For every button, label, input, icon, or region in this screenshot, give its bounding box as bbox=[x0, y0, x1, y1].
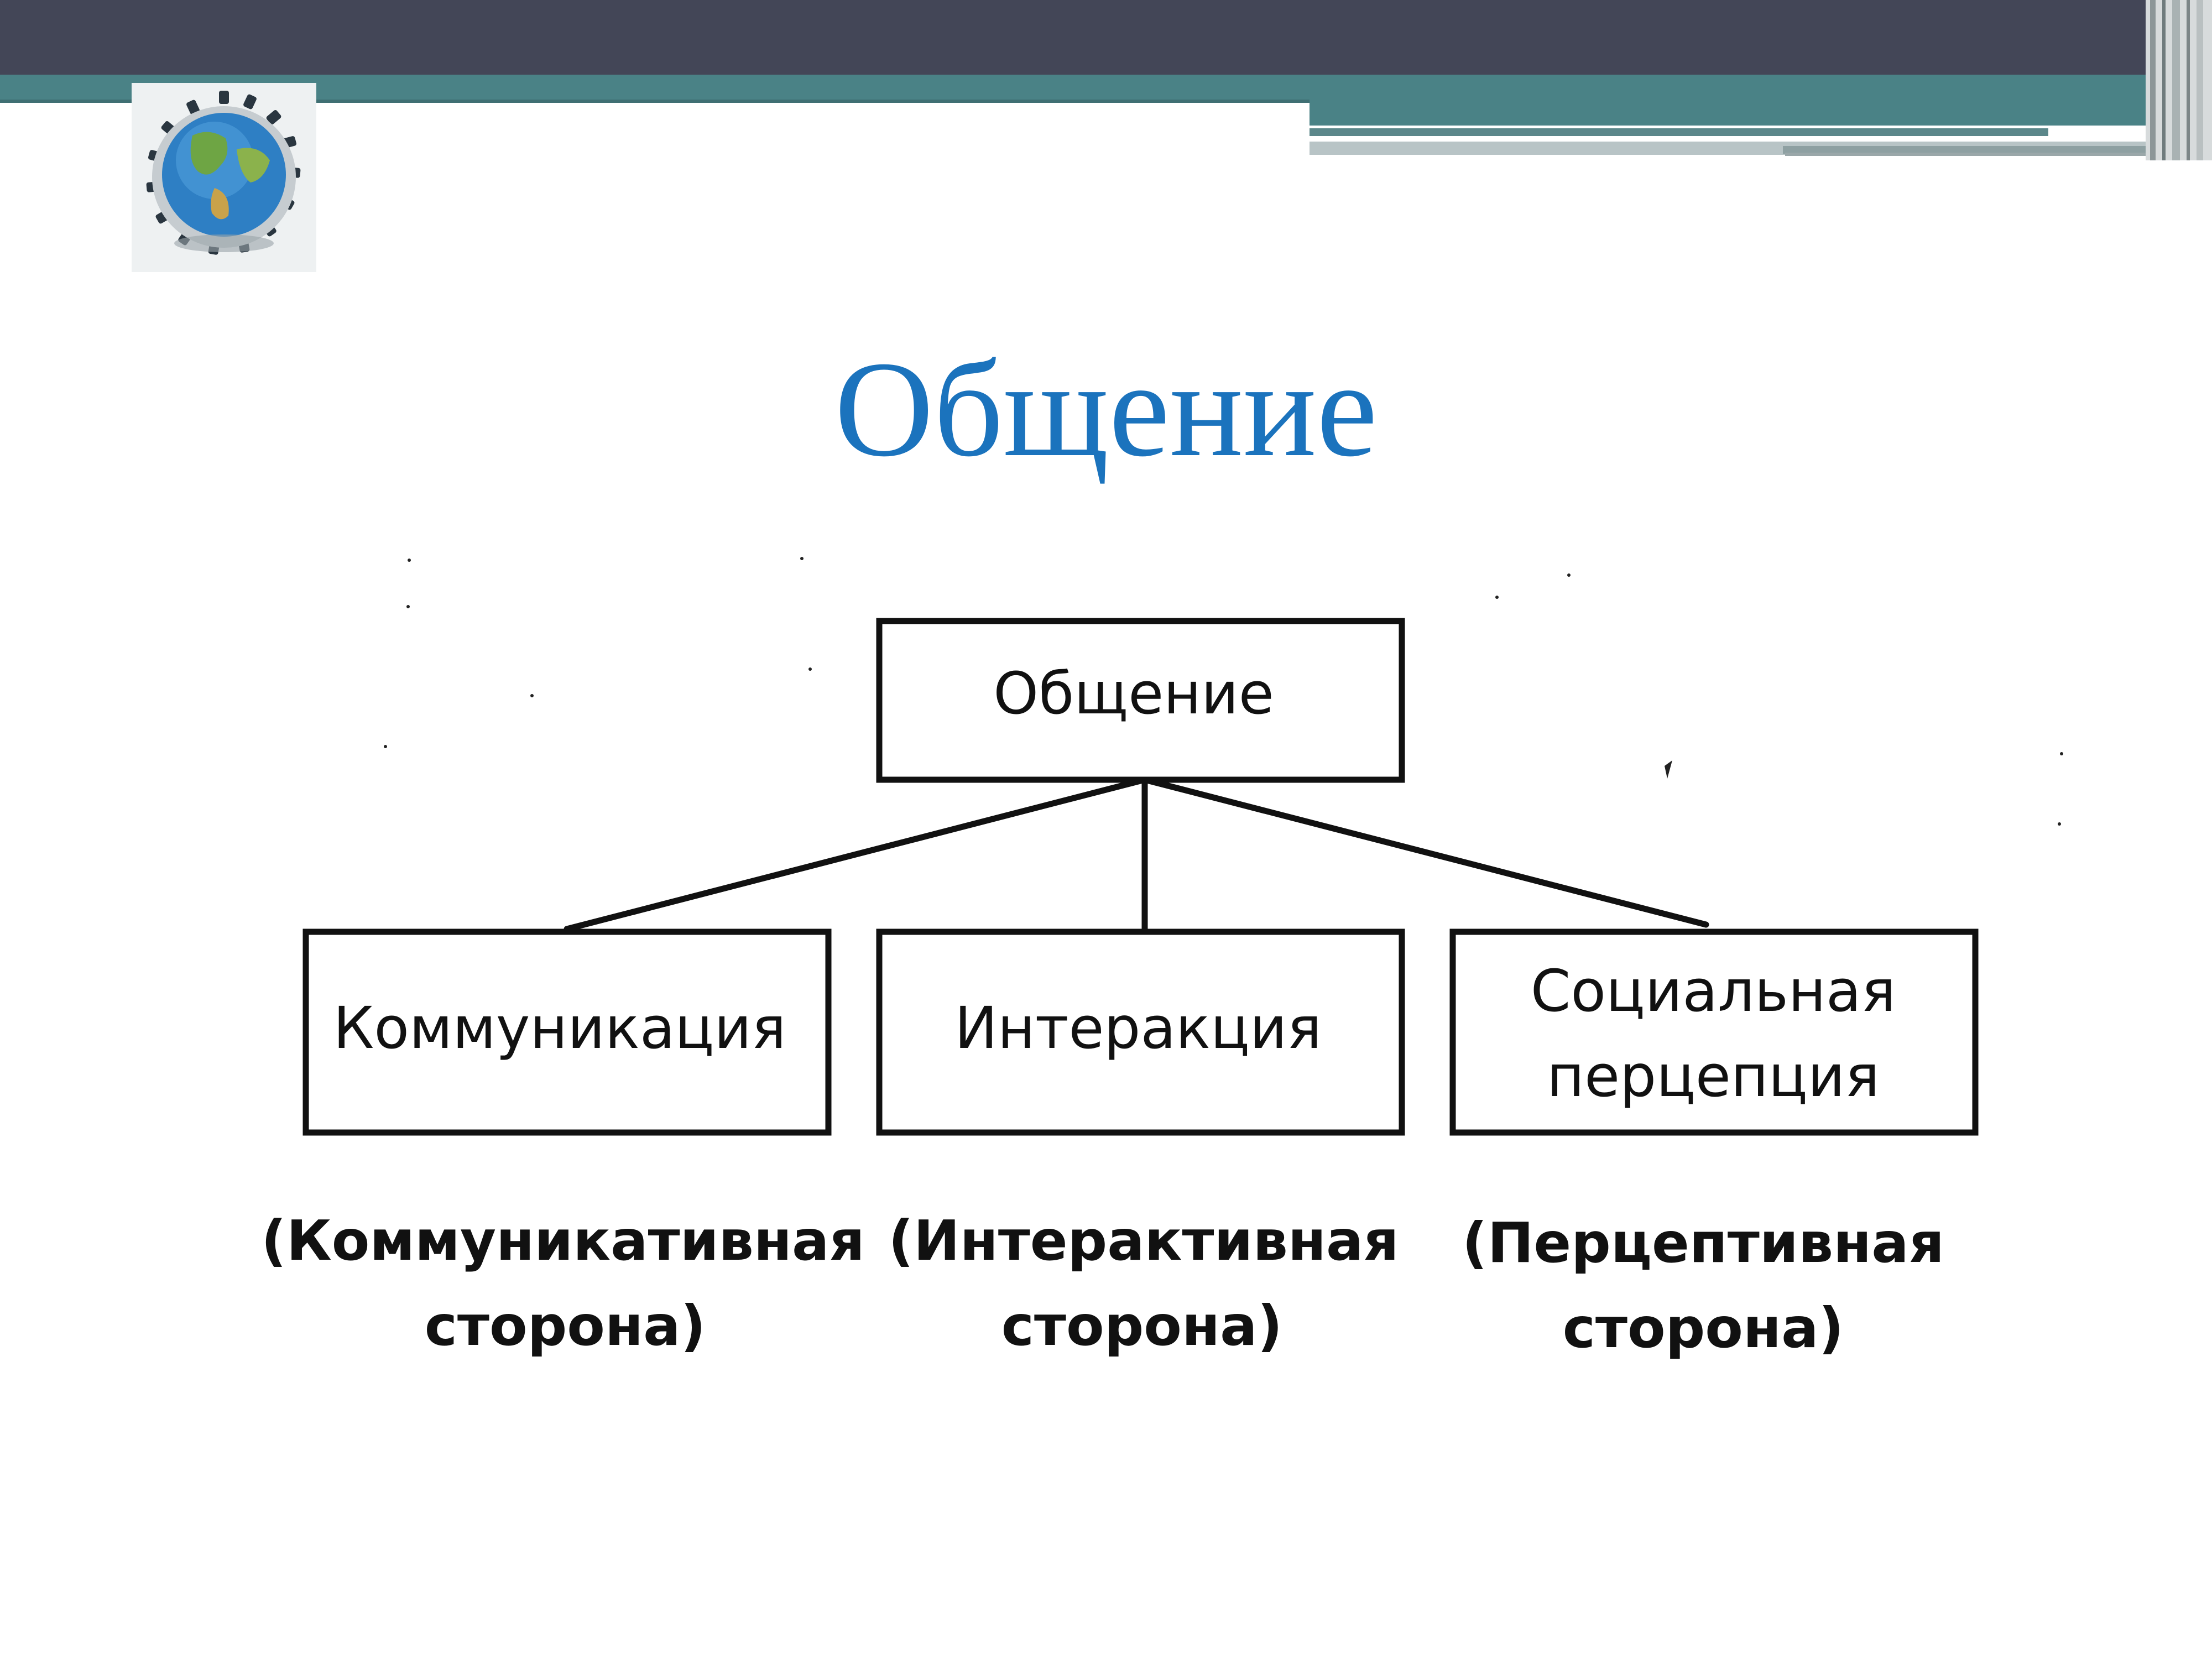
header-bar bbox=[0, 0, 2146, 75]
child-box-interaction bbox=[876, 928, 1405, 1136]
child-box-perception bbox=[1449, 928, 1979, 1136]
page-title: Общение bbox=[834, 333, 1378, 485]
header-stripe-dark bbox=[1783, 146, 2172, 154]
caption-interaction-line1: (Интерактивная bbox=[888, 1208, 1399, 1273]
caption-communication-line1: (Коммуникативная bbox=[261, 1208, 864, 1273]
caption-perception-line2: сторона) bbox=[1563, 1296, 1844, 1360]
caption-interaction-line2: сторона) bbox=[1001, 1293, 1283, 1358]
header-edge-stripes bbox=[2146, 0, 2212, 160]
connector-right bbox=[1141, 776, 1709, 928]
connector-left bbox=[564, 776, 1148, 932]
child-label-interaction: Интеракция bbox=[954, 994, 1322, 1062]
caption-perception-line1: (Перцептивная bbox=[1462, 1211, 1944, 1275]
root-box bbox=[876, 618, 1405, 783]
header-divider bbox=[0, 100, 1310, 103]
caption-communication-line2: сторона) bbox=[425, 1293, 706, 1358]
child-label-communication: Коммуникация bbox=[333, 994, 786, 1062]
child-label-perception-line1: Социальная bbox=[1531, 957, 1896, 1025]
scan-specks bbox=[384, 557, 2063, 826]
globe-round-table-icon bbox=[132, 83, 316, 272]
root-label: Общение bbox=[993, 660, 1274, 727]
child-box-communication bbox=[302, 928, 832, 1136]
header-accent-band bbox=[0, 75, 2146, 102]
header-accent-band-right bbox=[1310, 102, 2146, 126]
header-divider-right bbox=[1310, 128, 2048, 136]
child-label-perception-line2: перцепция bbox=[1547, 1042, 1880, 1110]
header-stripe-thin bbox=[1785, 153, 2172, 156]
